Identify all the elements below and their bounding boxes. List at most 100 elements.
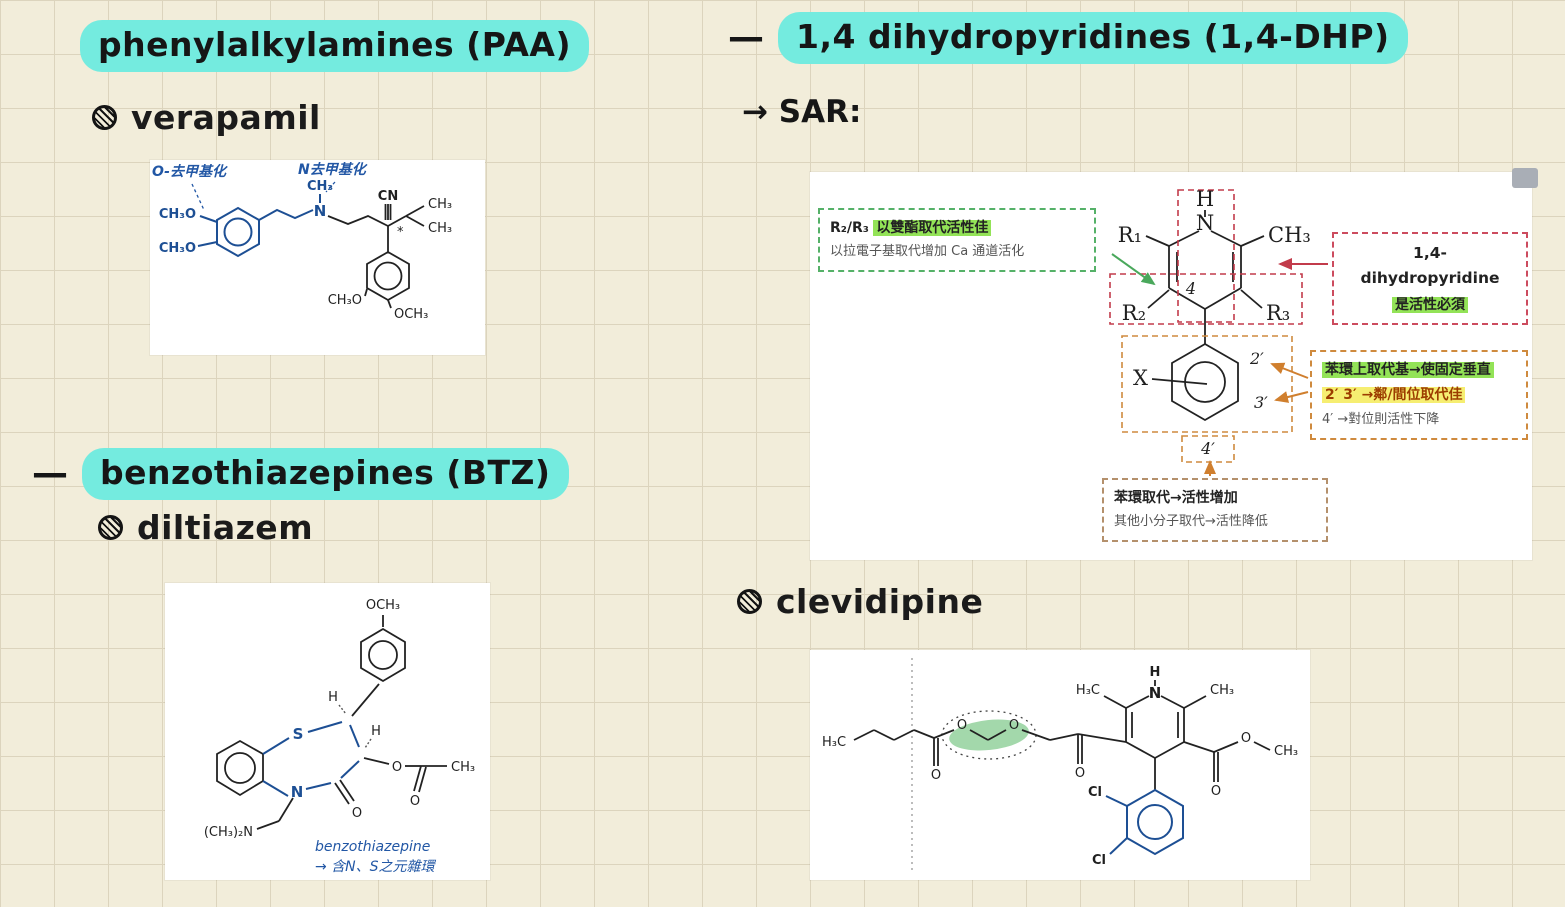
clevidipine-structure: H₃C O O O O H₃C CH₃ H N O O CH₃ Cl Cl: [822, 658, 1298, 874]
clevidipine-row: clevidipine: [737, 582, 983, 621]
sar-note-phenyl-sub-line1: 苯環取代→活性增加: [1114, 490, 1238, 506]
sar-note-core-line1: 1,4-dihydropyridine: [1360, 244, 1500, 287]
methyl-ester-ch3-label: CH₃: [1274, 744, 1298, 759]
isopropyl-ch3-bottom-label: CH₃: [428, 221, 452, 236]
sar-note-phenyl-position: 苯環上取代基→使固定垂直 2′ 3′ →鄰/間位取代佳 4′ →對位則活性下降: [1310, 350, 1528, 440]
annotation-pointer-lines: [191, 181, 336, 211]
ring-r1-label: R₁: [1118, 223, 1142, 247]
amine-n-label: N: [314, 202, 327, 220]
isopropyl-ch3-top-label: CH₃: [428, 197, 452, 212]
ring-ch3-label: CH₃: [1210, 683, 1234, 698]
sar-note-esters: R₂/R₃ 以雙酯取代活性佳 以拉電子基取代增加 Ca 通道活化: [818, 208, 1096, 273]
clevidipine-skeleton: [853, 680, 1271, 790]
verapamil-blue-skeleton: [197, 194, 321, 258]
sar-note-phenyl-line2-wrap: 2′ 3′ →鄰/間位取代佳: [1322, 384, 1516, 406]
acetyl-o-label: O: [410, 794, 420, 809]
phenyl-ring-skeleton: [1151, 342, 1239, 422]
center-ester-o-label: O: [1009, 718, 1019, 733]
clevidipine-structure-image: H₃C O O O O H₃C CH₃ H N O O CH₃ Cl Cl: [810, 650, 1310, 880]
sulfur-label: S: [293, 725, 304, 743]
butyl-h3c-label: H₃C: [822, 735, 846, 750]
diltiazem-label: diltiazem: [137, 508, 314, 547]
dhp-ring-skeleton: [1145, 210, 1265, 344]
chlorine-top-label: Cl: [1088, 785, 1102, 800]
phenyl-4prime-label: 4′: [1200, 439, 1215, 458]
diltiazem-black-skeleton: [216, 615, 447, 830]
ring-r2-label: R₂: [1122, 301, 1146, 325]
sar-note-phenyl-sub-line2: 其他小分子取代→活性降低: [1114, 514, 1268, 530]
verapamil-structure: O-去甲基化 N去甲基化 CH₃O CH₃O CH₃ N CN * CH₃ CH…: [152, 161, 452, 322]
dhp-title: 1,4 dihydropyridines (1,4-DHP): [778, 12, 1408, 64]
sar-note-core-line2-wrap: 是活性必須: [1344, 294, 1516, 316]
diltiazem-thiazepine-ring: [262, 721, 360, 797]
sar-note-esters-line1: R₂/R₃ 以雙酯取代活性佳: [830, 217, 1084, 239]
h-c2-label: H: [328, 690, 338, 705]
methoxy-label: OCH₃: [366, 598, 400, 613]
sar-note-phenyl-line3: 4′ →對位則活性下降: [1322, 411, 1440, 427]
bullet-icon: [92, 105, 117, 130]
ring-h-label: H: [1150, 665, 1161, 680]
ome-bottom-right-label: OCH₃: [394, 307, 428, 322]
sar-note-phenyl-line1: 苯環上取代基→使固定垂直: [1322, 362, 1494, 378]
verapamil-row: verapamil: [92, 98, 321, 137]
dichlorophenyl-ring: [1105, 788, 1184, 856]
nitrile-label: CN: [378, 189, 398, 204]
clevidipine-label: clevidipine: [776, 582, 984, 621]
o-demethylation-annotation: O-去甲基化: [152, 163, 228, 180]
phenyl-x-label: X: [1133, 366, 1148, 390]
paa-title-row: phenylalkylamines (PAA): [80, 20, 590, 72]
diltiazem-structure-image: OCH₃ H H S N O O CH₃ O (CH₃)₂N benzothia…: [165, 583, 490, 880]
diltiazem-row: diltiazem: [98, 508, 313, 547]
dhp-sar-structure: H N R₁ CH₃ R₂ R₃ 4 X 2′ 3′ 4′: [1109, 187, 1328, 476]
ring-r3-label: R₃: [1266, 301, 1290, 325]
dhp-dash: —: [728, 17, 764, 58]
n-methyl-label: CH₃: [307, 179, 333, 194]
ring-n-label: N: [1196, 211, 1214, 235]
stereocenter-star: *: [397, 225, 404, 240]
left-carbonyl-o-label: O: [931, 768, 941, 783]
right-ester-o-label: O: [1241, 731, 1251, 746]
ome-top-label: CH₃O: [159, 207, 196, 222]
stereo-bonds: [338, 704, 372, 749]
dhp-title-row: — 1,4 dihydropyridines (1,4-DHP): [728, 12, 1408, 64]
oxymethyl-highlight: [949, 719, 1029, 751]
benzothiazepine-annotation-line1: benzothiazepine: [315, 839, 430, 855]
ring-h3c-label: H₃C: [1076, 683, 1100, 698]
dimethylamino-label: (CH₃)₂N: [204, 825, 253, 840]
acetyl-ch3-label: CH₃: [451, 760, 475, 775]
verapamil-label: verapamil: [131, 98, 321, 137]
sar-dashed-frames: [1109, 189, 1303, 463]
sar-note-phenyl-line1-wrap: 苯環上取代基→使固定垂直: [1322, 359, 1516, 381]
verapamil-black-skeleton: [327, 204, 425, 309]
bullet-icon: [737, 589, 762, 614]
ring-ch3-label: CH₃: [1268, 223, 1311, 247]
ester-o-label: O: [392, 760, 402, 775]
ome-bottom-left-label: CH₃O: [328, 293, 362, 308]
sar-arrows: [1111, 253, 1328, 476]
sar-note-phenyl-line2: 2′ 3′ →鄰/間位取代佳: [1322, 387, 1466, 404]
left-ester-o-label: O: [957, 718, 967, 733]
ome-left-label: CH₃O: [159, 241, 196, 256]
ring-position4-label: 4: [1185, 279, 1196, 298]
chlorine-bottom-label: Cl: [1092, 853, 1106, 868]
n-demethylation-annotation: N去甲基化: [298, 161, 368, 178]
lactam-o-label: O: [352, 806, 362, 821]
ring-nitrogen-label: N: [291, 783, 304, 801]
sar-note-esters-line2: 以拉電子基取代增加 Ca 通道活化: [830, 244, 1025, 260]
h-c3-label: H: [371, 724, 381, 739]
btz-title: benzothiazepines (BTZ): [82, 448, 569, 500]
sar-note-phenyl-sub: 苯環取代→活性增加 其他小分子取代→活性降低: [1102, 478, 1328, 543]
mid-carbonyl-o-label: O: [1075, 766, 1085, 781]
right-carbonyl-o-label: O: [1211, 784, 1221, 799]
paa-title: phenylalkylamines (PAA): [80, 20, 590, 72]
gray-tab: [1512, 168, 1538, 188]
sar-note-core: 1,4-dihydropyridine 是活性必須: [1332, 232, 1528, 325]
phenyl-3prime-label: 3′: [1254, 393, 1268, 412]
sar-note-core-highlight: 是活性必須: [1392, 296, 1468, 313]
diltiazem-structure: OCH₃ H H S N O O CH₃ O (CH₃)₂N benzothia…: [204, 598, 475, 875]
ring-h-label: H: [1196, 187, 1214, 211]
phenyl-2prime-label: 2′: [1249, 349, 1264, 368]
verapamil-structure-image: O-去甲基化 N去甲基化 CH₃O CH₃O CH₃ N CN * CH₃ CH…: [150, 160, 485, 355]
ring-n-label: N: [1149, 684, 1162, 702]
